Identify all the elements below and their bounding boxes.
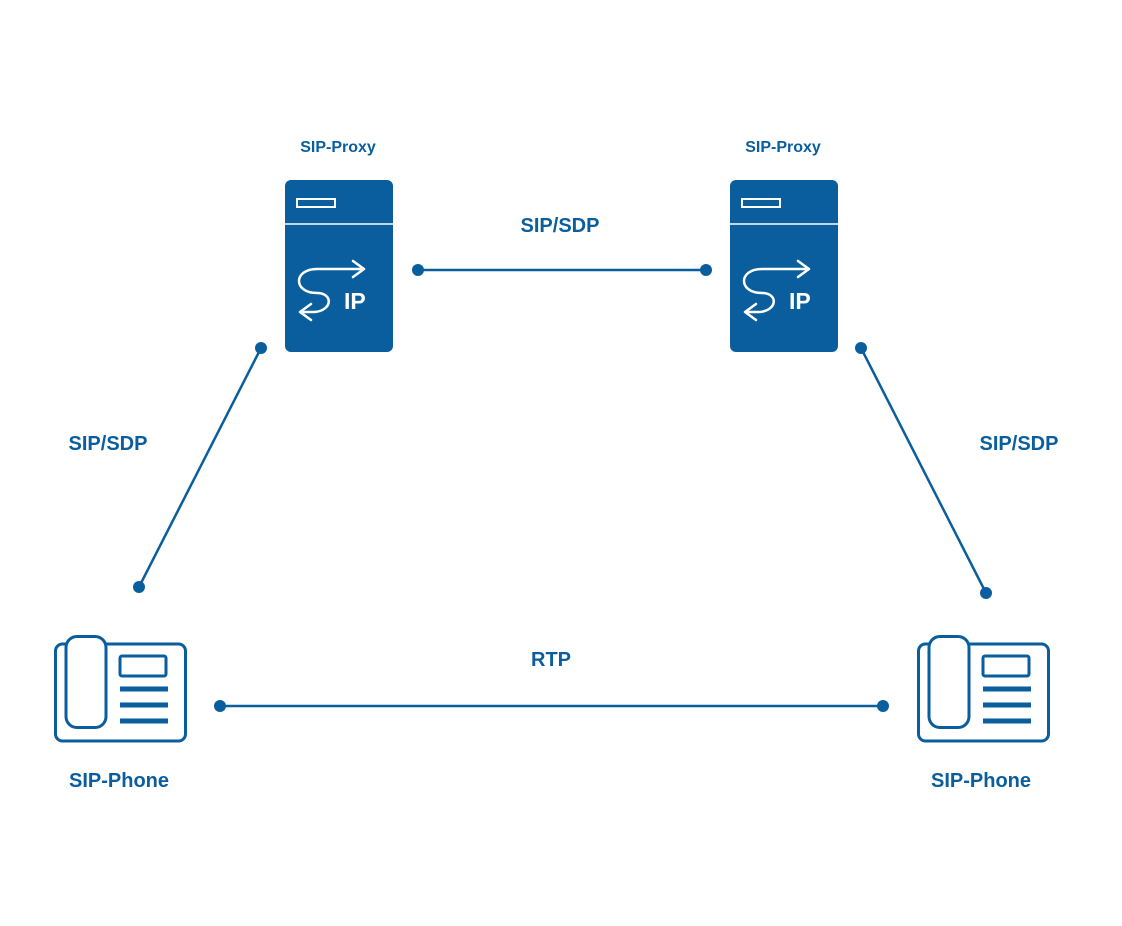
ip-server-icon: IP [730,180,838,352]
desk-phone-icon [917,635,1050,743]
link-proxy-to-proxy-label: SIP/SDP [520,215,600,237]
desk-phone-icon [54,635,187,743]
proxy-right-badge: IP [789,288,811,314]
phone-right-label: SIP-Phone [930,770,1032,792]
link-phone-right-label: SIP/SDP [979,433,1059,455]
link-phone-left-label: SIP/SDP [68,433,148,455]
link-phone-left-to-proxy [133,342,267,593]
ip-server-icon: IP [285,180,393,352]
link-proxy-to-proxy [412,264,712,276]
link-phone-right-to-proxy [855,342,992,599]
connections [133,264,992,712]
link-phone-to-phone-label: RTP [531,649,571,671]
proxy-left-label: SIP-Proxy [300,139,376,156]
proxy-right-label: SIP-Proxy [745,139,821,156]
link-phone-to-phone [214,700,889,712]
proxy-left-badge: IP [344,288,366,314]
phone-left-label: SIP-Phone [68,770,170,792]
